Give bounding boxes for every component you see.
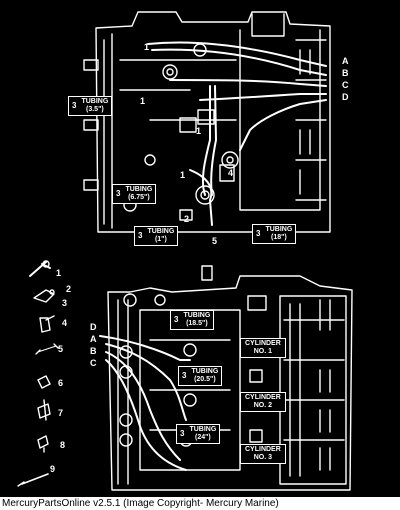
bottom-letter-b: B xyxy=(90,346,97,356)
tubing-callout-20-5in: 3 TUBING(20.5") xyxy=(178,366,223,386)
tubing-callout-3-5in: 3 TUBING(3.5") xyxy=(68,96,113,116)
callout-size: (6.75") xyxy=(128,194,150,201)
callout-size: (24") xyxy=(194,434,211,441)
part-number-1: 1 xyxy=(56,268,62,278)
callout-label: TUBING xyxy=(265,226,293,233)
callout-part-number: 3 xyxy=(182,371,187,380)
callout-label: TUBING xyxy=(189,426,217,433)
top-letter-b: B xyxy=(342,68,349,78)
tubing-callout-18-5in: 3 TUBING(18.5") xyxy=(170,310,215,330)
callout-size: (18.5") xyxy=(186,320,208,327)
copyright-footer: MercuryPartsOnline v2.5.1 (Image Copyrig… xyxy=(0,497,400,510)
tubing-callout-1in: 3 TUBING(1") xyxy=(134,226,179,246)
bottom-letter-d: D xyxy=(90,322,97,332)
bottom-engine-block xyxy=(107,265,353,491)
callout-label: TUBING xyxy=(81,98,109,105)
cylinder-label-line1: CYLINDER xyxy=(245,340,281,347)
callout-label: TUBING xyxy=(125,186,153,193)
top-number-2: 2 xyxy=(184,214,190,224)
part-number-8: 8 xyxy=(60,440,66,450)
cylinder-label-line2: NO. 2 xyxy=(253,402,273,409)
cylinder-1-label: CYLINDER NO. 1 xyxy=(240,338,286,358)
bottom-letter-a: A xyxy=(90,334,97,344)
part-number-4: 4 xyxy=(62,318,68,328)
top-number-1c: 1 xyxy=(196,126,202,136)
callout-part-number: 3 xyxy=(256,229,261,238)
top-letter-c: C xyxy=(342,80,349,90)
tubing-callout-24in: 3 TUBING(24") xyxy=(176,424,221,444)
part-number-7: 7 xyxy=(58,408,64,418)
part-number-2: 2 xyxy=(66,284,72,294)
cylinder-2-label: CYLINDER NO. 2 xyxy=(240,392,286,412)
callout-size: (1") xyxy=(154,236,167,243)
part-number-6: 6 xyxy=(58,378,64,388)
callout-label: TUBING xyxy=(147,228,175,235)
top-number-1a: 1 xyxy=(144,42,150,52)
callout-part-number: 3 xyxy=(180,429,185,438)
callout-size: (18") xyxy=(270,234,287,241)
callout-part-number: 3 xyxy=(72,101,77,110)
top-letter-d: D xyxy=(342,92,349,102)
parts-column xyxy=(17,260,59,487)
callout-part-number: 3 xyxy=(116,189,121,198)
top-number-4: 4 xyxy=(228,168,234,178)
top-letter-a: A xyxy=(342,56,349,66)
part-number-9: 9 xyxy=(50,464,56,474)
part-number-5: 5 xyxy=(58,344,64,354)
top-number-1b: 1 xyxy=(140,96,146,106)
callout-size: (3.5") xyxy=(86,106,104,113)
callout-size: (20.5") xyxy=(194,376,216,383)
tubing-callout-6-75in: 3 TUBING(6.75") xyxy=(112,184,157,204)
cylinder-3-label: CYLINDER NO. 3 xyxy=(240,444,286,464)
cylinder-label-line1: CYLINDER xyxy=(245,394,281,401)
tubing-callout-18in: 3 TUBING(18") xyxy=(252,224,297,244)
top-tubing xyxy=(147,41,327,226)
cylinder-label-line2: NO. 1 xyxy=(253,348,273,355)
top-number-5: 5 xyxy=(212,236,218,246)
top-number-1d: 1 xyxy=(180,170,186,180)
cylinder-label-line2: NO. 3 xyxy=(253,454,273,461)
bottom-tubing xyxy=(99,335,191,471)
callout-part-number: 3 xyxy=(174,315,179,324)
callout-part-number: 3 xyxy=(138,231,143,240)
callout-label: TUBING xyxy=(191,368,219,375)
callout-label: TUBING xyxy=(183,312,211,319)
bottom-letter-c: C xyxy=(90,358,97,368)
part-number-3: 3 xyxy=(62,298,68,308)
cylinder-label-line1: CYLINDER xyxy=(245,446,281,453)
